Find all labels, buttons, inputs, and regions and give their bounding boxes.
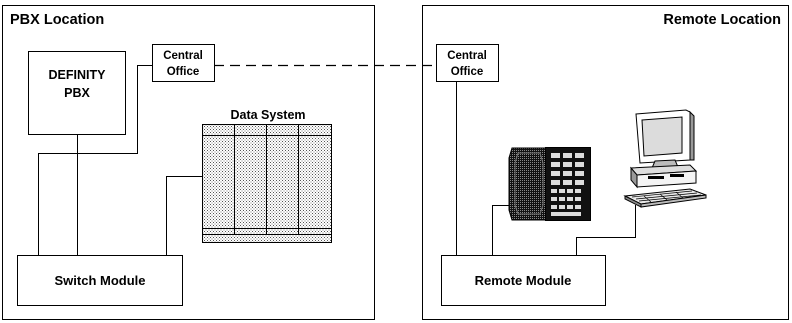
pbx-connections: [38, 65, 202, 255]
multi-line-telephone-icon: [508, 147, 591, 221]
remote-connections: [456, 81, 636, 255]
definity-pbx-box: DEFINITY PBX: [28, 51, 126, 135]
pbx-location-title: PBX Location: [10, 12, 104, 28]
central-office-left-line2: Office: [167, 66, 200, 78]
central-office-left: Central Office: [152, 44, 215, 82]
data-system: Data System: [202, 108, 332, 243]
desktop-computer-icon: [623, 109, 707, 208]
remote-module-label: Remote Module: [475, 273, 572, 288]
remote-location-panel: Remote Location: [422, 5, 789, 320]
switch-module-label: Switch Module: [55, 273, 146, 288]
central-office-right: Central Office: [436, 44, 499, 82]
remote-module-box: Remote Module: [441, 255, 606, 306]
switch-module-box: Switch Module: [17, 255, 183, 306]
remote-location-title: Remote Location: [663, 12, 781, 28]
central-office-right-line1: Central: [447, 50, 487, 62]
central-office-left-line1: Central: [163, 50, 203, 62]
pbx-location-panel: PBX Location: [2, 5, 375, 320]
definity-label: DEFINITY: [49, 68, 107, 82]
central-office-right-line2: Office: [451, 66, 484, 78]
data-system-label: Data System: [230, 108, 305, 122]
pbx-label: PBX: [64, 86, 90, 100]
